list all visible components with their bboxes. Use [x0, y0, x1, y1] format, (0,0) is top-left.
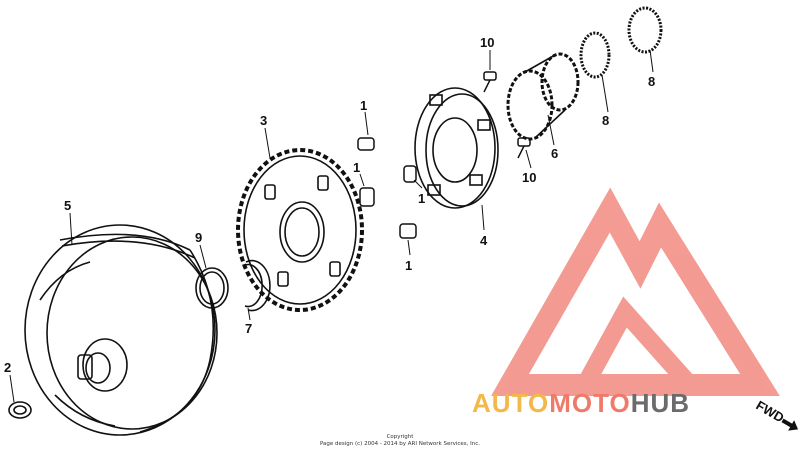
driven-gear-hub — [506, 52, 580, 141]
callout-1-right: 1 — [418, 191, 425, 206]
callout-2: 2 — [4, 360, 11, 375]
callout-8-lower: 8 — [602, 113, 609, 128]
one-way-clutch — [414, 87, 499, 209]
watermark-moto: MOTO — [549, 388, 631, 418]
callout-10-lower: 10 — [522, 170, 536, 185]
callout-10-upper: 10 — [480, 35, 494, 50]
snap-ring-part — [195, 267, 229, 309]
watermark-auto: AUTO — [472, 388, 549, 418]
torque-converter — [24, 224, 218, 436]
small-ring-part — [8, 401, 32, 419]
callout-4: 4 — [480, 233, 488, 248]
watermark-hub: HUB — [631, 388, 690, 418]
callout-8-upper: 8 — [648, 74, 655, 89]
callout-5: 5 — [64, 198, 71, 213]
footer-page-design: Page design (c) 2004 - 2014 by ARI Netwo… — [320, 441, 480, 447]
callout-7: 7 — [245, 321, 252, 336]
callout-9: 9 — [195, 230, 202, 245]
bolt-set — [483, 71, 531, 159]
watermark-logo-icon — [491, 187, 780, 396]
footer-copyright: Copyright — [387, 434, 415, 440]
starter-driven-gear — [236, 148, 364, 312]
callout-1-lower: 1 — [405, 258, 412, 273]
callout-3: 3 — [260, 113, 267, 128]
fwd-arrow-icon: FWD — [754, 398, 799, 431]
watermark-text: AUTOMOTOHUB — [472, 388, 690, 418]
roller-spring-set — [357, 137, 417, 239]
fwd-label: FWD — [754, 398, 787, 426]
callout-1-upper: 1 — [360, 98, 367, 113]
callout-1-left: 1 — [353, 160, 360, 175]
leader-lines — [9, 49, 654, 403]
callout-6: 6 — [551, 146, 558, 161]
needle-bearing-set — [579, 6, 663, 79]
